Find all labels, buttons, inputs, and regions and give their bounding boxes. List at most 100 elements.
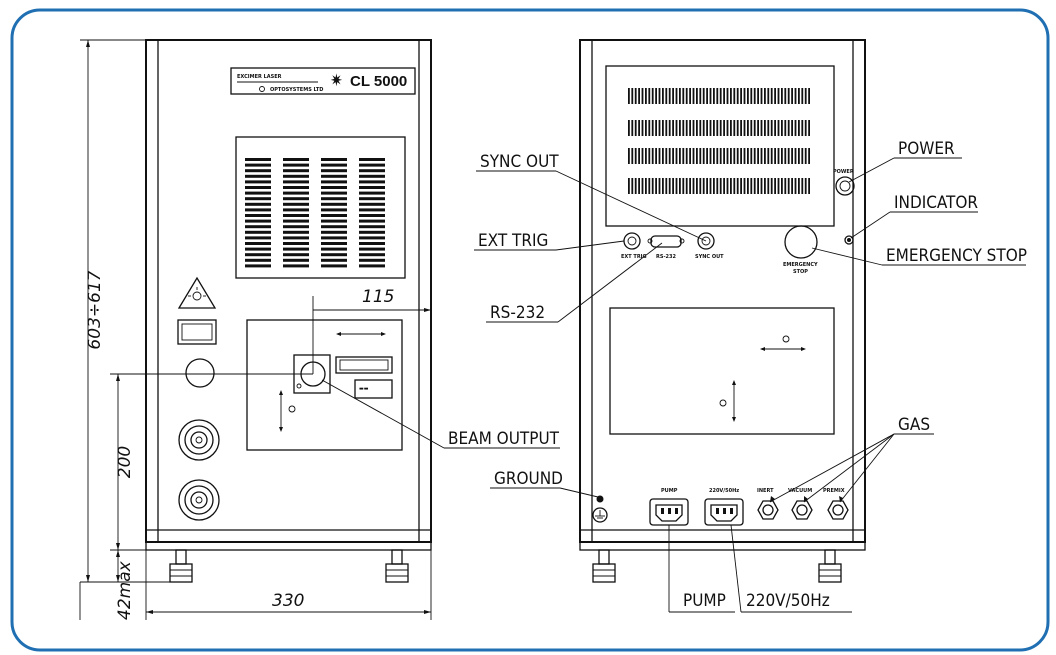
vent-slot — [321, 186, 347, 189]
vent-slot — [283, 219, 309, 223]
callout-beam-output: BEAM OUTPUT — [448, 429, 560, 449]
vent-slot — [668, 88, 671, 104]
vent-slot — [730, 88, 732, 104]
vent-slot — [706, 178, 708, 194]
vent-slot — [770, 120, 773, 136]
vent-slot — [648, 148, 651, 164]
callout-mains: 220V/50Hz — [746, 591, 830, 611]
vent-slot — [787, 88, 790, 104]
vent-slot — [740, 88, 742, 104]
vent-slot — [685, 178, 688, 194]
vent-slot — [245, 264, 271, 268]
vent-slot — [726, 178, 729, 194]
vent-slot — [283, 230, 309, 234]
vent-slot — [359, 180, 385, 184]
vent-slot — [692, 178, 695, 194]
svg-text:SYNC OUT: SYNC OUT — [695, 254, 724, 260]
vent-slot — [709, 120, 712, 136]
mains-socket: 220V/50Hz — [704, 488, 744, 526]
vent-slot — [638, 88, 640, 104]
vent-slot — [723, 178, 725, 194]
vent-slot — [699, 120, 702, 136]
vent-slot — [359, 186, 385, 189]
vent-slot — [716, 148, 719, 164]
vent-slot — [750, 88, 753, 104]
vent-slot — [321, 180, 347, 184]
vent-slot — [736, 178, 739, 194]
vent-slot — [760, 120, 763, 136]
svg-text:VACUUM: VACUUM — [788, 488, 812, 494]
vent-slot — [668, 120, 671, 136]
vent-slot — [713, 148, 715, 164]
vent-slot — [245, 174, 271, 178]
callout-power: POWER — [898, 139, 955, 159]
vent-slot — [777, 88, 780, 104]
gas-vacuum-port: VACUUM — [788, 488, 813, 520]
vent-slot — [804, 120, 807, 136]
vent-slot — [733, 120, 736, 136]
vent-slot — [777, 148, 780, 164]
dim-offset: 115 — [362, 287, 394, 307]
svg-text:PUMP: PUMP — [661, 488, 678, 494]
front-vent-panel — [235, 136, 406, 279]
vent-slot — [283, 180, 309, 184]
vent-slot — [709, 178, 712, 194]
vent-slot — [682, 148, 685, 164]
vent-slot — [283, 158, 309, 161]
vent-slot — [245, 242, 271, 245]
vent-slot — [245, 163, 271, 167]
vent-slot — [709, 88, 712, 104]
vent-slot — [743, 88, 746, 104]
vent-slot — [658, 178, 661, 194]
vent-slot — [651, 148, 654, 164]
vent-slot — [808, 178, 810, 194]
vent-slot — [321, 264, 347, 268]
vent-slot — [685, 120, 688, 136]
vent-slot — [733, 178, 736, 194]
gas-inert-port: INERT — [757, 488, 779, 520]
vent-slot — [665, 120, 668, 136]
vent-slot — [675, 178, 678, 194]
vent-slot — [651, 178, 654, 194]
vent-slot — [679, 178, 681, 194]
vent-slot — [662, 148, 664, 164]
indicator-lamp — [844, 235, 854, 245]
vent-slot — [736, 120, 739, 136]
plate-line1: EXCIMER LASER — [237, 74, 282, 80]
vent-slot — [750, 178, 753, 194]
callouts: SYNC OUT EXT TRIG RS-232 POWER INDICATOR… — [321, 139, 1027, 613]
vent-slot — [791, 120, 793, 136]
vent-slot — [359, 230, 385, 234]
vent-slot — [321, 242, 347, 245]
vent-slot — [757, 88, 759, 104]
dim-feet: 42max — [115, 560, 135, 620]
vent-slot — [760, 178, 763, 194]
vent-slot — [699, 178, 702, 194]
vent-slot — [770, 148, 773, 164]
vent-slot — [245, 225, 271, 229]
vent-slot — [726, 120, 729, 136]
vent-slot — [696, 88, 698, 104]
vent-slot — [283, 253, 309, 257]
vent-slot — [321, 219, 347, 223]
vent-slot — [359, 225, 385, 229]
vent-slot — [359, 253, 385, 257]
vent-slot — [245, 219, 271, 223]
vent-slot — [675, 148, 678, 164]
vent-slot — [245, 202, 271, 206]
vent-slot — [359, 258, 385, 262]
vent-slot — [767, 88, 770, 104]
vent-slot — [685, 148, 688, 164]
vent-slot — [658, 148, 661, 164]
vent-slot — [321, 163, 347, 167]
dim-width: 330 — [272, 591, 304, 611]
vent-slot — [321, 208, 347, 212]
vent-slot — [743, 178, 746, 194]
vent-slot — [747, 148, 749, 164]
callout-ground: GROUND — [494, 469, 563, 489]
vent-slot — [719, 88, 722, 104]
vent-slot — [764, 88, 766, 104]
vent-slot — [283, 242, 309, 245]
